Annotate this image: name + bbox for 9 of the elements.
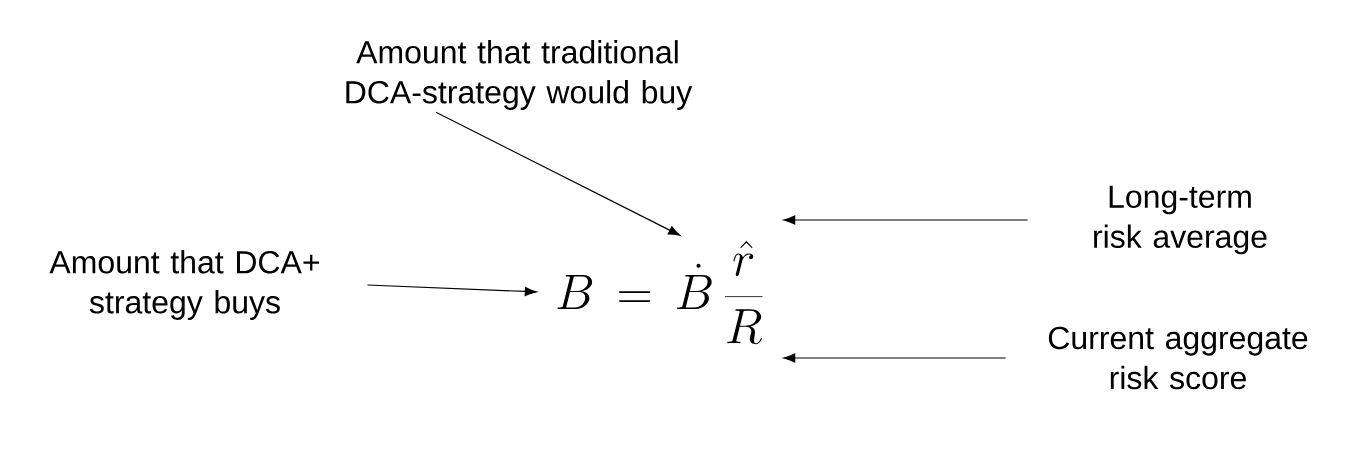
annotation-text: Amount that traditional DCA-strategy would buy — [346, 40, 693, 110]
arrow — [366, 284, 537, 297]
formula: $B \,=\, \dot{B}\,\frac{\hat{r}}{R}$ — [557, 240, 763, 345]
annotation-text: Current aggregate risk score — [1048, 326, 1308, 390]
arrow — [783, 353, 1007, 363]
arrow — [435, 111, 681, 236]
annotation-text: Long-term risk average — [1094, 185, 1267, 255]
arrow — [783, 215, 1029, 225]
annotation-text: Amount that DCA+ strategy buys — [49, 250, 319, 320]
